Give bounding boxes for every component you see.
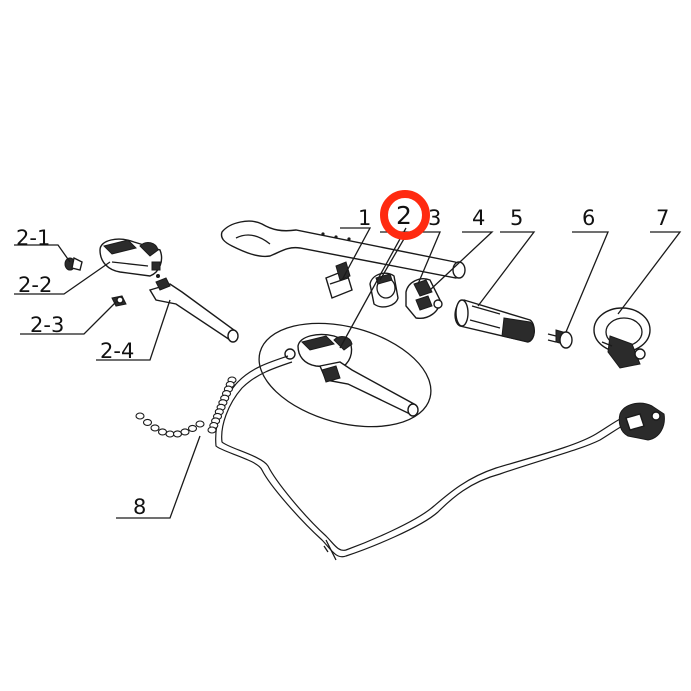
brake-hose[interactable]: [215, 355, 627, 561]
callout-3: 3: [428, 206, 441, 230]
wire-bead: [157, 428, 168, 436]
part-7-mirror[interactable]: [593, 307, 651, 369]
part-2-3-nut[interactable]: [111, 295, 127, 307]
wire-bead: [195, 420, 205, 428]
callout-2-1: 2-1: [16, 226, 50, 250]
callout-7: 7: [656, 206, 669, 230]
part-8-wire-beads[interactable]: [135, 376, 237, 438]
wire-bead: [180, 428, 190, 436]
brake-caliper[interactable]: [618, 402, 665, 441]
part-2-4-lever[interactable]: [148, 274, 239, 343]
assembly-2-ellipse: [258, 322, 432, 428]
callout-5: 5: [510, 206, 523, 230]
wire-bead: [172, 430, 183, 438]
part-2-clamp[interactable]: [369, 272, 399, 308]
highlight-callout-2[interactable]: 2: [380, 190, 430, 240]
part-5-grip[interactable]: [454, 299, 535, 343]
wire-bead: [187, 424, 198, 432]
callout-2: 2: [396, 201, 412, 230]
wire-bead: [150, 424, 160, 432]
part-6-bolt[interactable]: [547, 329, 573, 349]
assembly-2-master-cylinder-lever[interactable]: [284, 333, 419, 417]
callout-labels: 2-1 2-2 2-3 2-4 1 3 4 5 6 7 8: [16, 206, 669, 519]
leader-lines: [14, 227, 682, 519]
part-1-switch[interactable]: [325, 261, 353, 299]
callout-2-4: 2-4: [100, 339, 134, 363]
callout-1: 1: [358, 206, 371, 230]
callout-2-2: 2-2: [18, 273, 52, 297]
callout-6: 6: [582, 206, 595, 230]
part-2-1-screw[interactable]: [64, 256, 83, 271]
callout-2-3: 2-3: [30, 313, 64, 337]
wire-bead: [207, 426, 217, 434]
part-2-2-master-cylinder[interactable]: [99, 238, 163, 277]
callout-8: 8: [133, 495, 146, 519]
wire-bead: [135, 412, 145, 420]
callout-4: 4: [472, 206, 485, 230]
wire-bead: [142, 418, 153, 426]
wire-bead: [165, 430, 175, 438]
handlebar[interactable]: [220, 220, 466, 279]
highlight-ring: [380, 190, 430, 240]
